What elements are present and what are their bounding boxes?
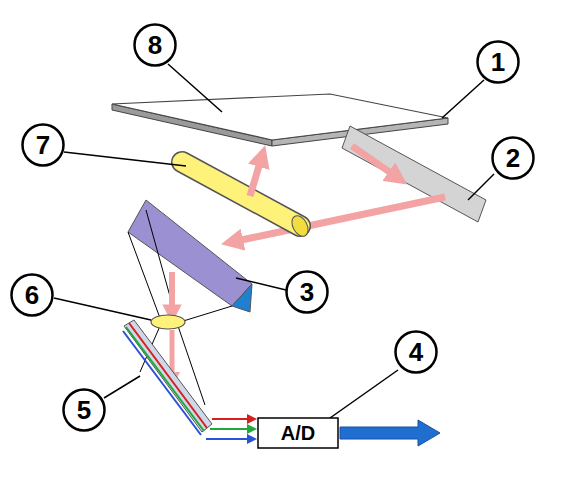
callout-number: 2: [491, 136, 535, 180]
optical-path: [128, 210, 232, 405]
mirror: [342, 126, 486, 222]
box-label: A/D: [281, 423, 315, 443]
lens: [151, 315, 185, 329]
callout-number: 5: [62, 388, 106, 432]
lamp: [182, 162, 311, 239]
red-signal: [212, 418, 255, 420]
callout-number: 4: [409, 339, 423, 365]
callout-number: 7: [36, 132, 50, 158]
callout-number: 6: [25, 282, 39, 308]
callout-number: 2: [506, 145, 520, 171]
light-ray: [169, 272, 175, 314]
converter-box: A/D: [257, 417, 339, 449]
blue-signal: [206, 438, 255, 440]
callout-number: 8: [148, 32, 162, 58]
callout-number: 5: [77, 397, 91, 423]
callout-number: 6: [10, 273, 54, 317]
callout-number: 1: [491, 49, 505, 75]
green-signal: [210, 428, 255, 430]
light-ray: [352, 146, 398, 178]
callout-number: 3: [285, 270, 329, 314]
callout-number: 3: [300, 279, 314, 305]
callout-number: 4: [394, 330, 438, 374]
digital-output-arrow: [340, 420, 440, 446]
light-ray: [250, 156, 262, 196]
callout-number: 8: [133, 23, 177, 67]
callout-number: 7: [21, 123, 65, 167]
prism: [128, 200, 252, 312]
leader-line: [54, 64, 494, 418]
callout-number: 1: [476, 40, 520, 84]
glass-plate: [112, 94, 448, 146]
